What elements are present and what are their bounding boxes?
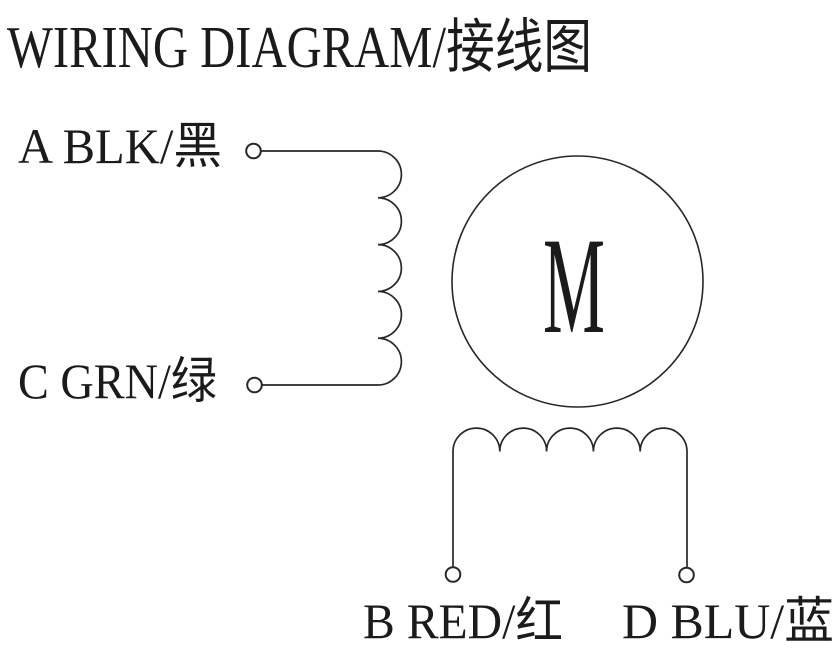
terminal-c-label: C GRN/绿 xyxy=(18,353,217,409)
terminal-b-circle xyxy=(444,566,462,583)
terminal-a-circle xyxy=(245,142,262,160)
motor-symbol: M xyxy=(543,209,605,362)
motor-circle xyxy=(451,155,704,408)
terminal-b-label: B RED/红 xyxy=(363,593,563,649)
terminal-c-circle xyxy=(246,376,263,394)
terminal-d-label: D BLU/蓝 xyxy=(622,593,834,649)
diagram-title: WIRING DIAGRAM/接线图 xyxy=(7,14,592,80)
winding-ac-coil xyxy=(260,150,403,386)
winding-bd-coil xyxy=(452,427,688,569)
terminal-a-label: A BLK/黑 xyxy=(18,118,222,174)
terminal-d-circle xyxy=(678,566,695,584)
